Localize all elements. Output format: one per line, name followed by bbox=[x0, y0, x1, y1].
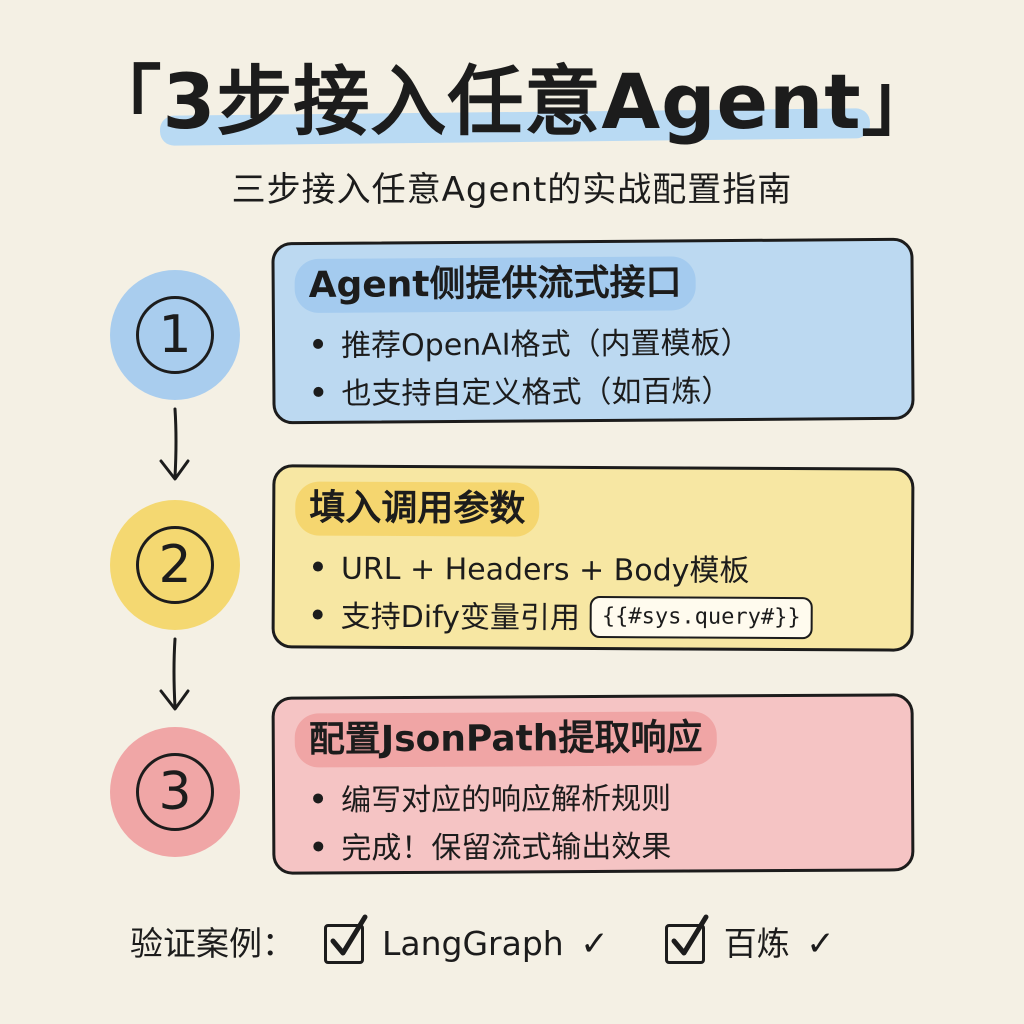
step-3-bullet-2-text: 完成！保留流式输出效果 bbox=[341, 829, 672, 867]
step-3-bullets: 编写对应的响应解析规则 完成！保留流式输出效果 bbox=[313, 776, 671, 874]
checkmark-icon: ✓ bbox=[806, 923, 835, 964]
page-subtitle: 三步接入任意Agent的实战配置指南 bbox=[231, 170, 793, 210]
step-2-number: 2 bbox=[136, 526, 214, 604]
step-3-bullet-2: 完成！保留流式输出效果 bbox=[313, 824, 671, 874]
title-container: 「3步接入任意Agent」 bbox=[0, 52, 1024, 152]
bullet-dot bbox=[312, 609, 323, 620]
step-1-card: Agent侧提供流式接口 推荐OpenAI格式（内置模板） 也支持自定义格式（如… bbox=[271, 237, 915, 425]
step-2-bullet-1-text: URL + Headers + Body模板 bbox=[340, 551, 750, 589]
step-3-bullet-1-text: 编写对应的响应解析规则 bbox=[340, 781, 672, 819]
step-3-circle: 3 bbox=[110, 727, 240, 857]
variable-code-tag: {{#sys.query#}} bbox=[589, 595, 813, 639]
step-1-bullets: 推荐OpenAI格式（内置模板） 也支持自定义格式（如百炼） bbox=[313, 320, 751, 419]
down-arrow-icon bbox=[159, 637, 190, 711]
step-1-bullet-2-text: 也支持自定义格式（如百炼） bbox=[341, 374, 732, 412]
step-2-bullet-2: 支持Dify变量引用{{#sys.query#}} bbox=[312, 594, 813, 645]
bullet-dot bbox=[312, 561, 323, 572]
step-1-number: 1 bbox=[136, 296, 214, 374]
checkbox-checked-icon bbox=[665, 914, 709, 964]
step-1-bullet-1-text: 推荐OpenAI格式（内置模板） bbox=[340, 325, 751, 364]
step-2-bullet-1: URL + Headers + Body模板 bbox=[312, 546, 813, 597]
step-3-number: 3 bbox=[136, 753, 214, 831]
down-arrow-icon bbox=[159, 407, 190, 481]
step-3-card: 配置JsonPath提取响应 编写对应的响应解析规则 完成！保留流式输出效果 bbox=[271, 693, 915, 875]
checkmark-icon: ✓ bbox=[580, 923, 609, 964]
step-1-bullet-2: 也支持自定义格式（如百炼） bbox=[313, 368, 751, 419]
step-2-card: 填入调用参数 URL + Headers + Body模板 支持Dify变量引用… bbox=[271, 464, 915, 652]
case-langgraph: LangGraph bbox=[382, 923, 564, 963]
step-2-heading: 填入调用参数 bbox=[295, 481, 540, 537]
page-title: 「3步接入任意Agent」 bbox=[85, 57, 939, 146]
bullet-dot bbox=[313, 840, 324, 851]
step-3-heading: 配置JsonPath提取响应 bbox=[294, 711, 717, 768]
checkbox-checked-icon bbox=[323, 914, 367, 964]
step-1-circle: 1 bbox=[110, 270, 240, 400]
step-2-circle: 2 bbox=[110, 500, 240, 630]
bullet-dot bbox=[313, 792, 324, 803]
case-bailian: 百炼 bbox=[723, 923, 790, 963]
bullet-dot bbox=[313, 338, 324, 349]
step-1-bullet-1: 推荐OpenAI格式（内置模板） bbox=[313, 320, 751, 371]
bullet-dot bbox=[313, 386, 324, 397]
step-2-bullets: URL + Headers + Body模板 支持Dify变量引用{{#sys.… bbox=[312, 546, 813, 645]
verified-cases-label: 验证案例： bbox=[130, 923, 295, 963]
step-2-bullet-2-text: 支持Dify变量引用 bbox=[340, 599, 581, 636]
step-3-bullet-1: 编写对应的响应解析规则 bbox=[313, 776, 671, 826]
step-1-heading: Agent侧提供流式接口 bbox=[294, 256, 696, 314]
verified-cases: 验证案例： LangGraph ✓ 百炼 ✓ bbox=[130, 912, 835, 972]
